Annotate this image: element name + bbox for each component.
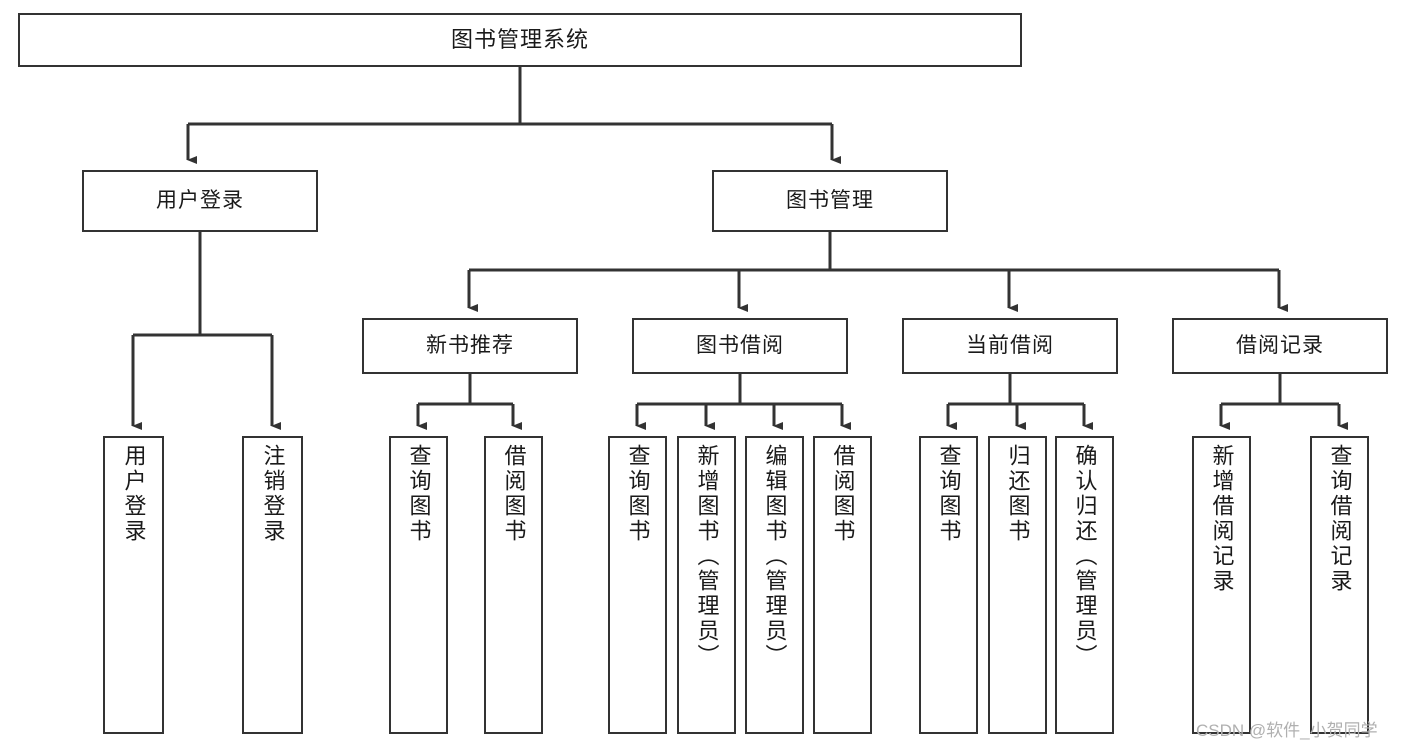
node-leaf-query-borrow-record-label: 查询借阅记录 [1327, 444, 1353, 594]
node-leaf-return-book[interactable]: 归还图书 [988, 436, 1047, 734]
node-leaf-query-books-c-label: 查询图书 [936, 444, 962, 544]
csdn-watermark: CSDN @软件_小贺同学 [1196, 721, 1378, 740]
node-current-borrow-label: 当前借阅 [966, 333, 1054, 357]
edge-group-user-login [131, 232, 281, 430]
node-leaf-borrow-books-b[interactable]: 借阅图书 [813, 436, 872, 734]
node-leaf-borrow-books-b-label: 借阅图书 [830, 444, 856, 544]
edge-group-borrow-record [1219, 374, 1348, 430]
node-leaf-user-login[interactable]: 用户登录 [103, 436, 164, 734]
node-leaf-query-books-a-label: 查询图书 [406, 444, 432, 544]
node-leaf-query-books-c[interactable]: 查询图书 [919, 436, 978, 734]
node-leaf-add-book[interactable]: 新增图书（管理员） [677, 436, 736, 734]
node-leaf-confirm-return-label: 确认归还（管理员） [1072, 444, 1098, 669]
node-book-borrow[interactable]: 图书借阅 [632, 318, 848, 374]
node-new-book-recommend[interactable]: 新书推荐 [362, 318, 578, 374]
node-borrow-record[interactable]: 借阅记录 [1172, 318, 1388, 374]
node-leaf-confirm-return[interactable]: 确认归还（管理员） [1055, 436, 1114, 734]
node-book-management[interactable]: 图书管理 [712, 170, 948, 232]
edge-group-root [186, 67, 841, 164]
node-leaf-add-borrow-record[interactable]: 新增借阅记录 [1192, 436, 1251, 734]
edge-group-current-borrow [946, 374, 1093, 430]
node-leaf-add-borrow-record-label: 新增借阅记录 [1209, 444, 1235, 594]
node-book-management-label: 图书管理 [786, 188, 874, 212]
node-book-borrow-label: 图书借阅 [696, 333, 784, 357]
edge-group-book-management [467, 232, 1288, 312]
node-leaf-logout-label: 注销登录 [260, 444, 286, 544]
node-borrow-record-label: 借阅记录 [1236, 333, 1324, 357]
node-leaf-edit-book[interactable]: 编辑图书（管理员） [745, 436, 804, 734]
node-new-book-recommend-label: 新书推荐 [426, 333, 514, 357]
edge-group-book-borrow [635, 374, 851, 430]
node-leaf-user-login-label: 用户登录 [121, 444, 147, 544]
node-leaf-logout[interactable]: 注销登录 [242, 436, 303, 734]
node-leaf-borrow-books-a-label: 借阅图书 [501, 444, 527, 544]
node-current-borrow[interactable]: 当前借阅 [902, 318, 1118, 374]
node-root-label: 图书管理系统 [450, 27, 589, 53]
node-leaf-query-books-b-label: 查询图书 [625, 444, 651, 544]
node-leaf-query-borrow-record[interactable]: 查询借阅记录 [1310, 436, 1369, 734]
node-leaf-query-books-b[interactable]: 查询图书 [608, 436, 667, 734]
node-user-login[interactable]: 用户登录 [82, 170, 318, 232]
node-root[interactable]: 图书管理系统 [18, 13, 1022, 67]
node-leaf-edit-book-label: 编辑图书（管理员） [762, 444, 788, 669]
node-leaf-query-books-a[interactable]: 查询图书 [389, 436, 448, 734]
node-leaf-return-book-label: 归还图书 [1005, 444, 1031, 544]
edge-group-new-book-recommend [416, 374, 522, 430]
node-user-login-label: 用户登录 [156, 188, 244, 212]
node-leaf-add-book-label: 新增图书（管理员） [694, 444, 720, 669]
node-leaf-borrow-books-a[interactable]: 借阅图书 [484, 436, 543, 734]
